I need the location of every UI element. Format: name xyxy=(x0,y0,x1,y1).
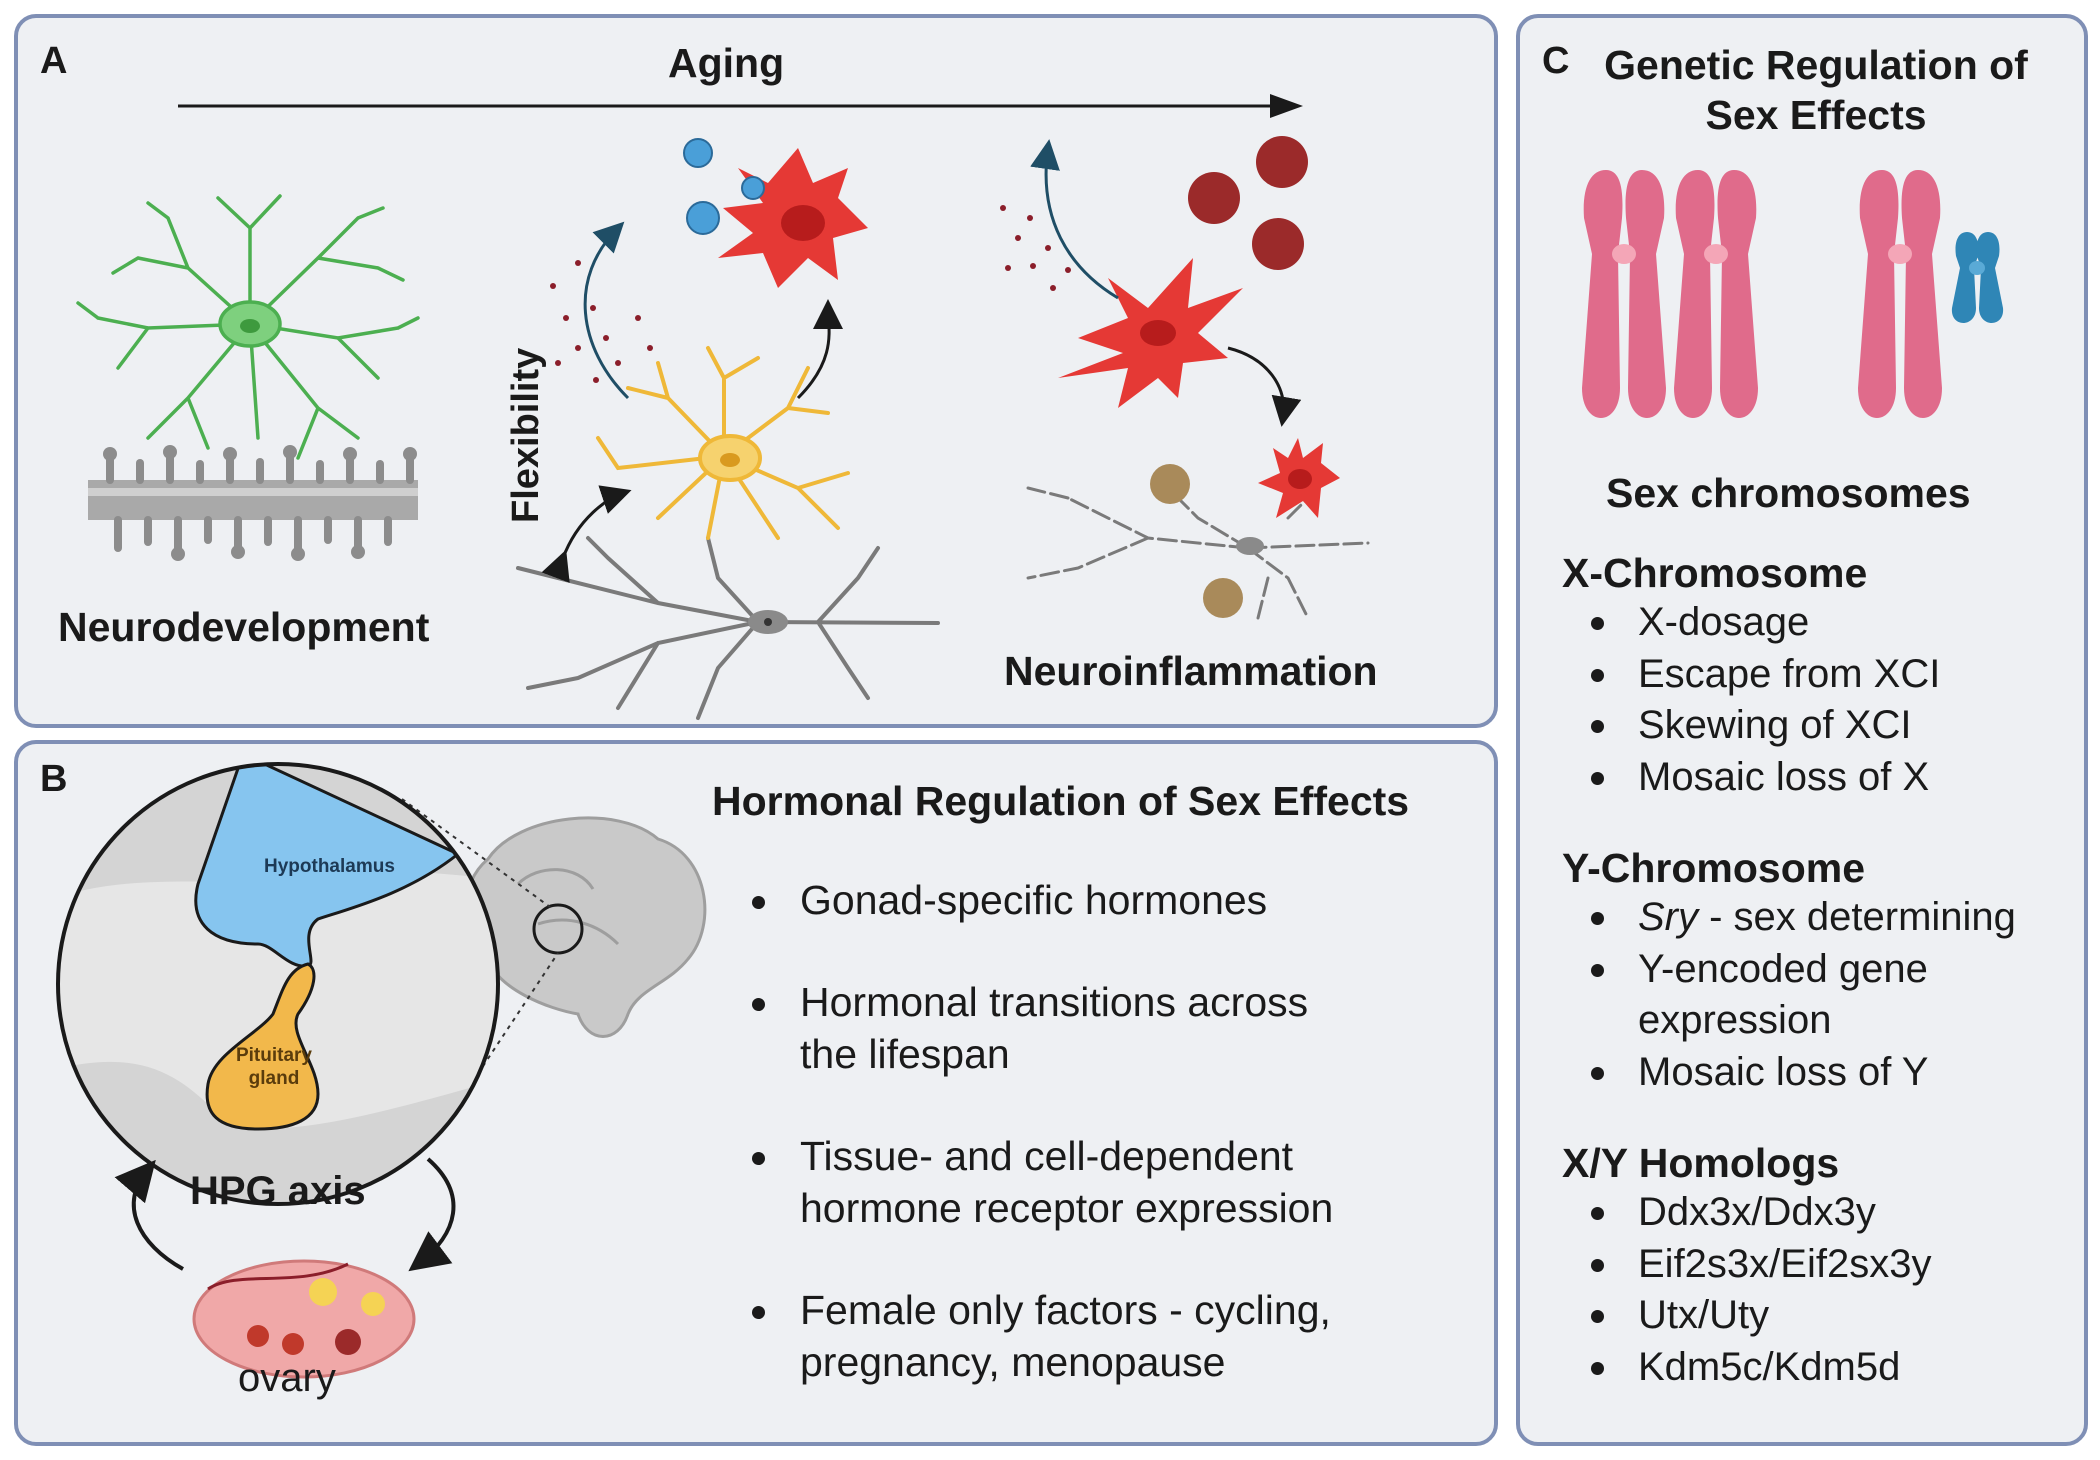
x-chromosome-pair-1 xyxy=(1582,170,1758,418)
y-chromosome-section: Y-Chromosome Sry - sex determining Y-enc… xyxy=(1562,845,2016,1098)
red-to-neuron-arrow xyxy=(1227,346,1302,427)
aging-arrow xyxy=(178,94,1303,118)
y-item: Sry - sex determining xyxy=(1562,892,2016,944)
synapse-bar xyxy=(88,445,418,561)
x-item: X-dosage xyxy=(1562,597,1940,649)
amyloid-plaques xyxy=(1150,464,1243,618)
pituitary-label-line1: Pituitary xyxy=(235,1045,313,1066)
reactive-microglia-top xyxy=(683,138,868,288)
ovary-label: ovary xyxy=(238,1356,336,1400)
ovary-illustration xyxy=(192,1259,416,1379)
homolog-item: Eif2s3x/Eif2sx3y xyxy=(1562,1239,1931,1291)
hpg-axis-label: HPG axis xyxy=(190,1169,366,1213)
x-chromosome-section: X-Chromosome X-dosage Escape from XCI Sk… xyxy=(1562,550,1940,803)
x-chromosome-list: X-dosage Escape from XCI Skewing of XCI … xyxy=(1562,597,1940,803)
sex-chromosomes-label: Sex chromosomes xyxy=(1606,470,1971,516)
degenerating-neuron xyxy=(1026,486,1370,620)
blood-cells xyxy=(1188,136,1308,270)
y-chromosome-heading: Y-Chromosome xyxy=(1562,845,1865,891)
hormonal-factor-item: Female only factors - cycling,pregnancy,… xyxy=(748,1284,1333,1388)
panel-b-illustration xyxy=(56,762,707,1379)
xy-homologs-heading: X/Y Homologs xyxy=(1562,1140,1840,1186)
cytokine-dots-left xyxy=(550,260,653,383)
panel-b: B Hypothalamus Pituitary gland HPG axis … xyxy=(14,740,1498,1446)
panel-letter-a: A xyxy=(40,40,68,82)
homolog-item: Utx/Uty xyxy=(1562,1290,1931,1342)
pituitary-shape xyxy=(205,962,320,1131)
neuroinflammation-label: Neuroinflammation xyxy=(1004,648,1378,694)
panel-letter-c: C xyxy=(1542,40,1570,82)
xy-homologs-list: Ddx3x/Ddx3y Eif2s3x/Eif2sx3y Utx/Uty Kdm… xyxy=(1562,1187,1931,1393)
x-item: Escape from XCI xyxy=(1562,649,1940,701)
genetic-title-line1: Genetic Regulation of xyxy=(1604,42,2028,88)
brain-illustration xyxy=(464,816,707,1038)
panel-c: C Genetic Regulation of Sex Effects Sex … xyxy=(1516,14,2088,1446)
flexibility-curved-arrow xyxy=(583,221,630,400)
hormonal-factor-item: Gonad-specific hormones xyxy=(748,874,1333,926)
hpg-arrow-left xyxy=(114,1159,184,1271)
neuron-middle xyxy=(516,536,940,720)
yellow-to-red-arrow xyxy=(796,299,844,400)
xy-homologs-section: X/Y Homologs Ddx3x/Ddx3y Eif2s3x/Eif2sx3… xyxy=(1562,1140,1931,1393)
genetic-title-line2: Sex Effects xyxy=(1705,92,1927,138)
panel-a-illustration: Flexibility xyxy=(76,94,1370,720)
hormonal-factors-list: Gonad-specific hormones Hormonal transit… xyxy=(748,874,1333,1438)
homolog-item: Kdm5c/Kdm5d xyxy=(1562,1342,1931,1394)
aging-label: Aging xyxy=(668,40,785,86)
homolog-item: Ddx3x/Ddx3y xyxy=(1562,1187,1931,1239)
neuron-yellow-double-arrow xyxy=(541,485,632,583)
hpg-arrow-right xyxy=(408,1157,456,1272)
x-item: Skewing of XCI xyxy=(1562,700,1940,752)
pituitary-label-line2: gland xyxy=(248,1068,300,1089)
neurodevelopment-label: Neurodevelopment xyxy=(58,604,430,650)
hypothalamus-label: Hypothalamus xyxy=(264,856,395,877)
xy-chromosome-pair xyxy=(1858,170,2004,418)
x-item: Mosaic loss of X xyxy=(1562,752,1940,804)
pituitary-label: Pituitary gland xyxy=(226,1044,322,1090)
chromosomes-illustration xyxy=(1582,170,2004,418)
x-chromosome-heading: X-Chromosome xyxy=(1562,550,1868,596)
right-flexibility-arrow xyxy=(1030,139,1119,300)
small-reactive-microglia xyxy=(1258,438,1340,518)
panel-letter-b: B xyxy=(40,758,68,800)
hormonal-regulation-title: Hormonal Regulation of Sex Effects xyxy=(712,778,1410,824)
flexibility-label: Flexibility xyxy=(505,348,547,523)
cytokine-dots-right xyxy=(1000,205,1071,291)
y-item: Mosaic loss of Y xyxy=(1562,1047,2016,1099)
green-microglia xyxy=(76,194,420,460)
reactive-microglia-right xyxy=(1058,258,1243,408)
yellow-microglia xyxy=(596,346,850,540)
genetic-regulation-title: Genetic Regulation of Sex Effects xyxy=(1586,40,2046,140)
panel-a: Flexibility A Aging Neurodevelopment Neu… xyxy=(14,14,1498,728)
